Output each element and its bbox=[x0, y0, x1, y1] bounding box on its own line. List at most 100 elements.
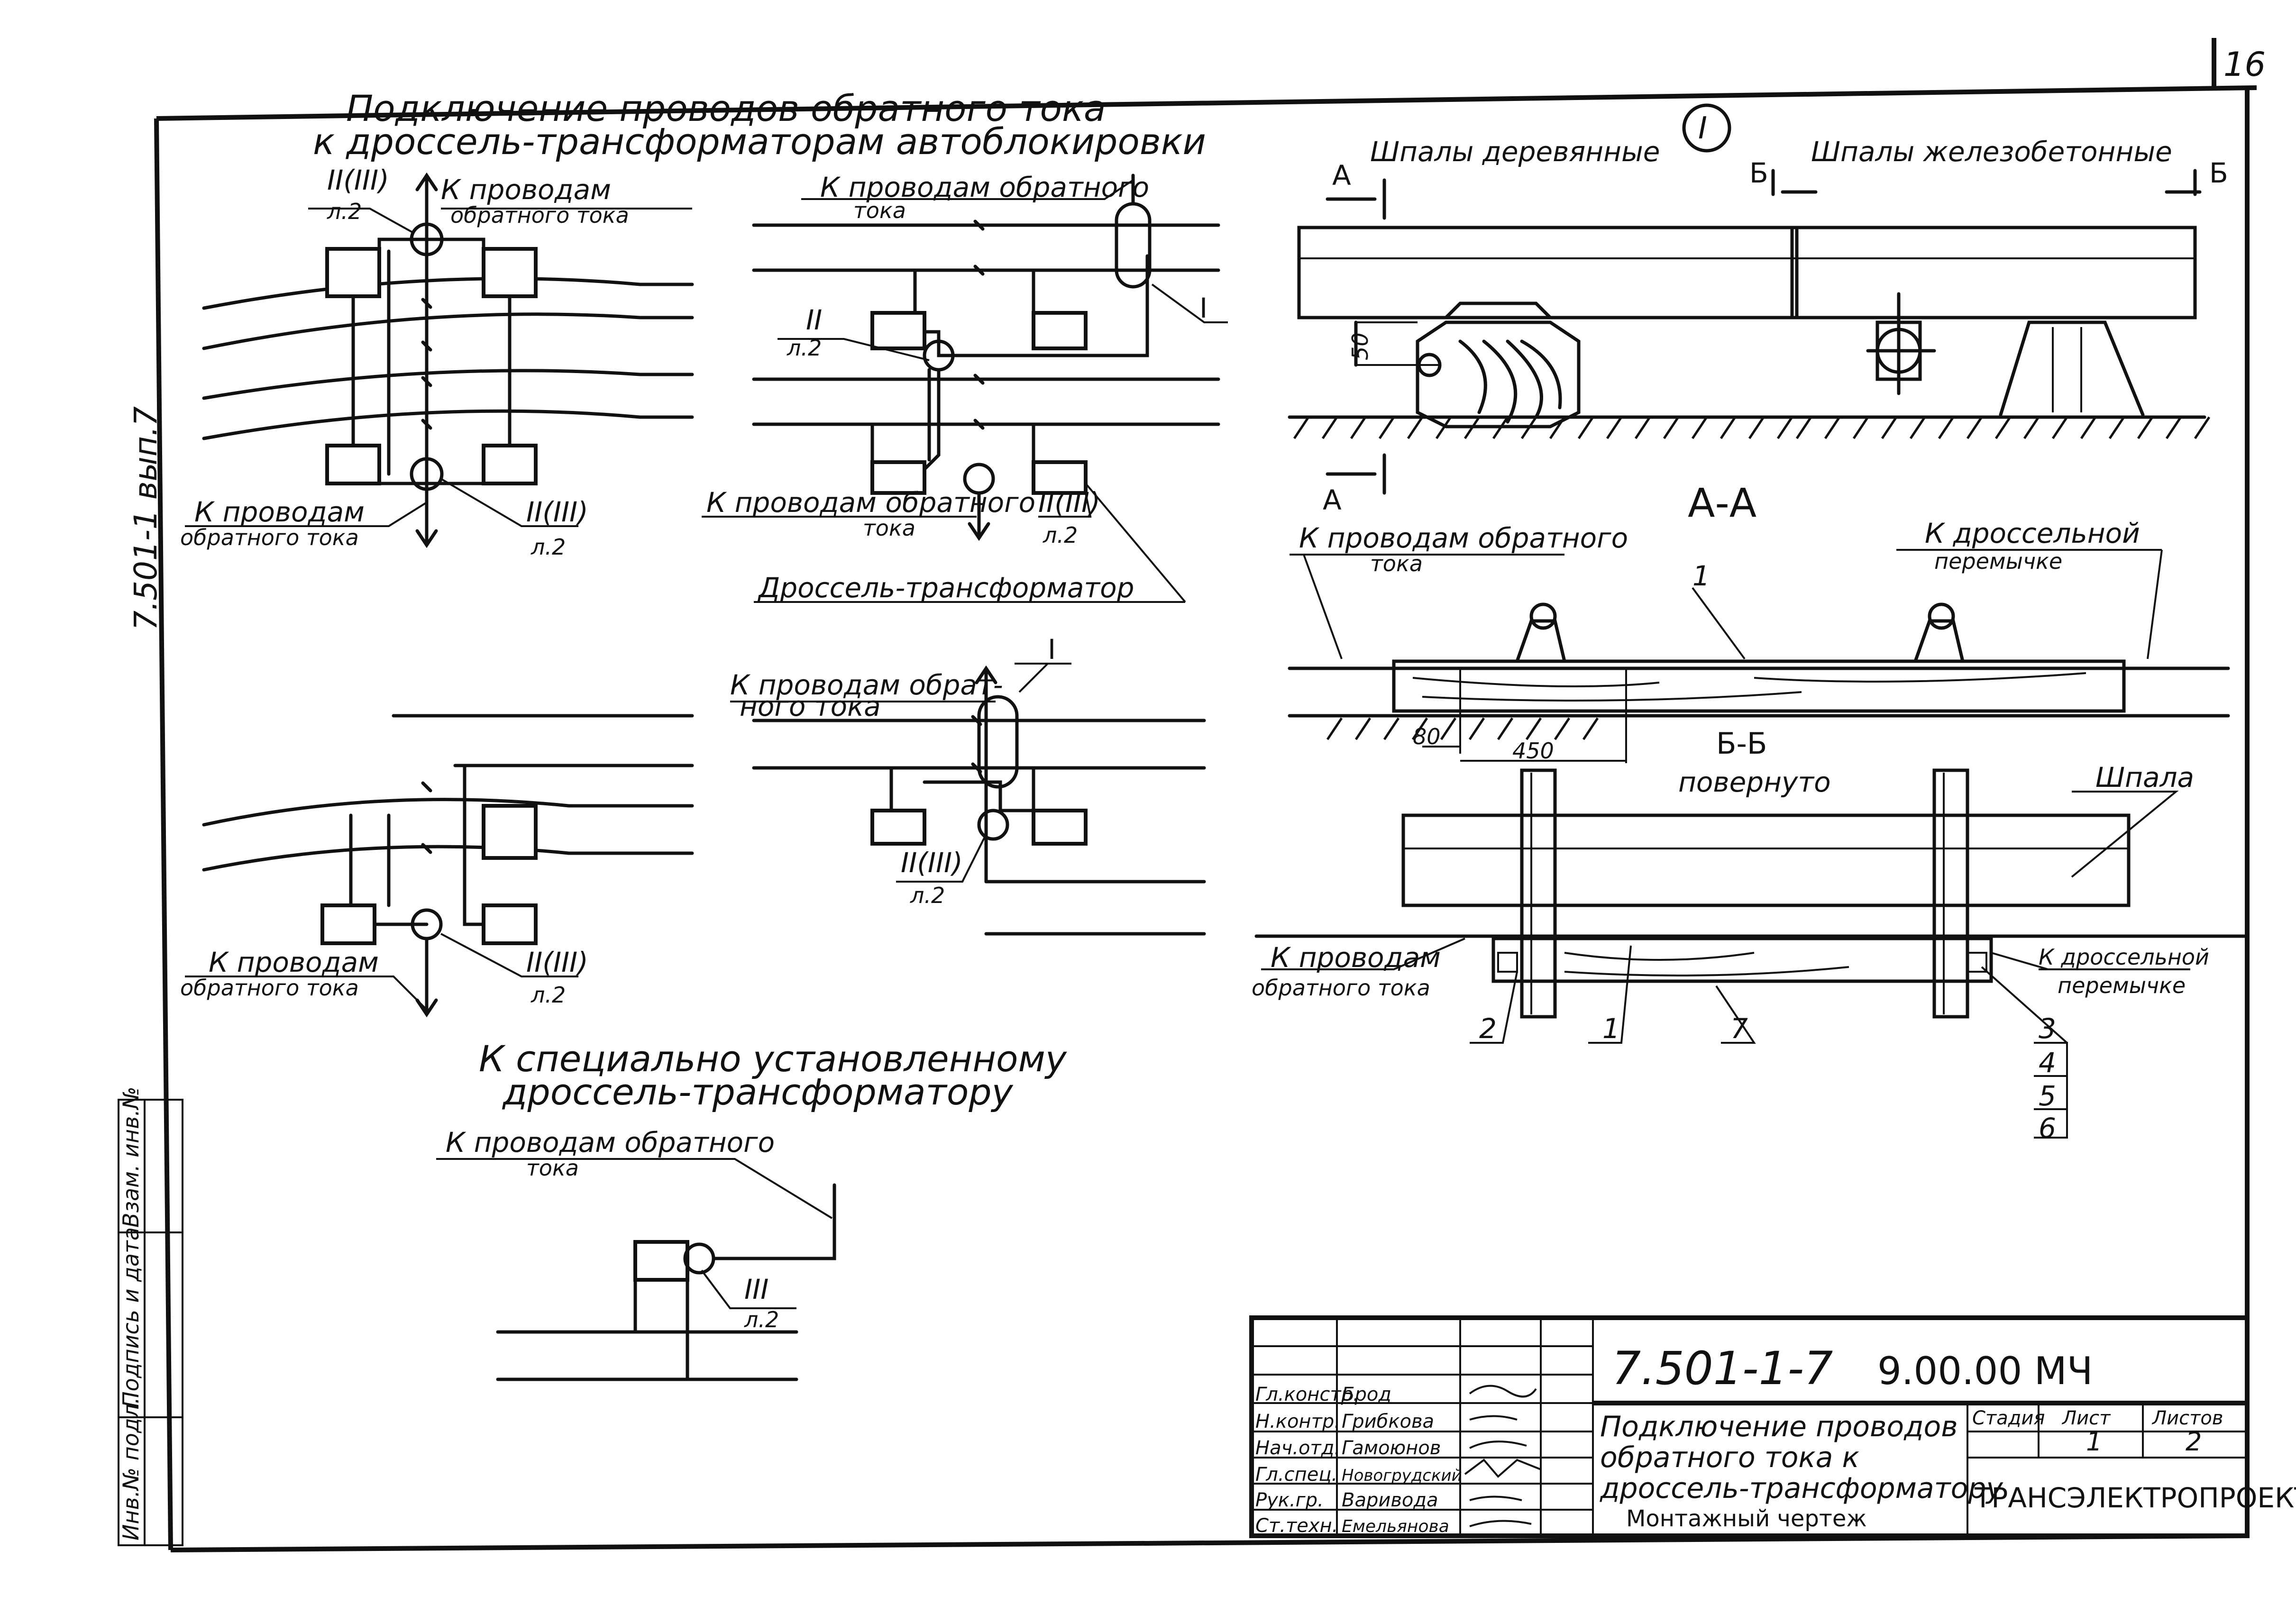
hatch-stroke bbox=[2023, 416, 2040, 439]
s2-choke-label: Дроссель-трансформатор bbox=[757, 572, 1134, 604]
s2-current: тока bbox=[853, 198, 906, 223]
tb-sheets-val: 2 bbox=[2186, 1427, 2202, 1457]
s2-current-bot: тока bbox=[863, 515, 915, 541]
hatch-stroke bbox=[1407, 416, 1424, 439]
concrete-label: Шпалы железобетонные bbox=[1811, 136, 2172, 168]
hatch-stroke bbox=[1776, 416, 1793, 439]
bb-to-jumper-2: перемычке bbox=[2058, 973, 2186, 998]
tb-role: Гл.спец. bbox=[1255, 1464, 1337, 1486]
stamp-signature-date: Подпись и дата bbox=[118, 1227, 144, 1408]
tb-title-line2: обратного тока к bbox=[1600, 1441, 1859, 1474]
tb-person: Вариводa bbox=[1342, 1489, 1438, 1511]
hatch-stroke bbox=[2165, 416, 2182, 439]
hatch-stroke bbox=[1720, 416, 1737, 439]
s3-sheet: л.2 bbox=[910, 883, 945, 908]
hatch-stroke bbox=[1549, 416, 1566, 439]
tb-role-rows: Гл.констр. Брод Н.контр. Грибкова Нач.от… bbox=[1255, 1384, 1462, 1537]
joint-mark bbox=[973, 264, 985, 276]
joint-mark bbox=[973, 374, 985, 385]
hatch-stroke bbox=[1350, 416, 1367, 439]
side-stamp: 7.501-1 вып.7 bbox=[128, 406, 164, 630]
s3-ref-II-III: II(III) bbox=[901, 847, 963, 879]
bb-pos-4: 4 bbox=[2039, 1047, 2056, 1079]
s4-sheet: л.2 bbox=[531, 982, 566, 1008]
joint-mark bbox=[973, 219, 985, 231]
tb-role: Н.контр. bbox=[1255, 1411, 1340, 1432]
hatch-stroke bbox=[1824, 416, 1841, 439]
hatch-stroke bbox=[1321, 416, 1338, 439]
section-bb-view bbox=[1254, 768, 2249, 1139]
s2-sheet: л.2 bbox=[787, 335, 822, 361]
hatch-stroke bbox=[1525, 717, 1542, 740]
scheme-1 bbox=[185, 172, 694, 548]
hatch-stroke bbox=[1606, 416, 1623, 439]
s4-to-wires: К проводам bbox=[209, 946, 379, 978]
section-aa-title: А-А bbox=[1688, 480, 1756, 526]
stamp-inv-no: Инв.№ подл. bbox=[118, 1397, 144, 1541]
s5-sheet: л.2 bbox=[744, 1307, 779, 1332]
hatch-stroke bbox=[1492, 416, 1509, 439]
bb-pos-7: 7 bbox=[1730, 1012, 1748, 1045]
hatch-stroke bbox=[1994, 416, 2012, 439]
hatch-stroke bbox=[1691, 416, 1708, 439]
tb-signatures bbox=[1464, 1385, 1541, 1527]
bb-pos-5: 5 bbox=[2039, 1080, 2056, 1112]
tb-role: Ст.техн. bbox=[1255, 1515, 1338, 1537]
s1-to-wires-bot: К проводам bbox=[194, 496, 365, 528]
hatch-stroke bbox=[1378, 416, 1395, 439]
joint-mark bbox=[973, 419, 985, 430]
hatch-stroke bbox=[1881, 416, 1898, 439]
hatch-stroke bbox=[1520, 416, 1537, 439]
hatch-stroke bbox=[1582, 717, 1599, 740]
hatch-stroke bbox=[2051, 416, 2068, 439]
s3-ref-I: I bbox=[1048, 633, 1056, 666]
tb-person: Брод bbox=[1342, 1384, 1391, 1405]
s1-ref-top: II(III) bbox=[327, 164, 389, 196]
bb-pos-3: 3 bbox=[2039, 1012, 2056, 1045]
rail-joint-marks bbox=[421, 219, 985, 854]
hatch-stroke bbox=[1909, 416, 1926, 439]
tb-person: Новогрудский bbox=[1342, 1466, 1462, 1485]
dim-450: 450 bbox=[1512, 738, 1554, 764]
s4-return: обратного тока bbox=[180, 975, 359, 1001]
tb-person: Гамоюнов bbox=[1342, 1437, 1441, 1459]
tb-person: Емельянова bbox=[1342, 1517, 1449, 1536]
tb-drawing-type: Монтажный чертеж bbox=[1626, 1505, 1867, 1532]
s2-to-wires: К проводам обратного bbox=[820, 171, 1149, 203]
main-title-line1: Подключение проводов обратного тока bbox=[346, 87, 1106, 129]
special-title-line1: К специально установленному bbox=[479, 1038, 1067, 1080]
s4-ref-II-III: II(III) bbox=[526, 946, 588, 978]
hatch-stroke bbox=[1577, 416, 1594, 439]
hatch-stroke bbox=[1383, 717, 1400, 740]
ground-hatch-3 bbox=[1326, 717, 1599, 740]
s1-sheet-top: л.2 bbox=[327, 199, 362, 224]
tb-role: Гл.констр. bbox=[1255, 1384, 1359, 1405]
s1-ref-bot: II(III) bbox=[526, 496, 588, 528]
joint-mark bbox=[421, 843, 432, 854]
left-stamp-table bbox=[118, 1099, 183, 1546]
ground-hatch-1 bbox=[1293, 416, 1793, 439]
hatch-stroke bbox=[1440, 717, 1457, 740]
bb-to-wires: К проводам bbox=[1271, 941, 1441, 974]
joint-mark bbox=[971, 762, 982, 774]
s2-ref-I: I bbox=[1199, 292, 1207, 324]
hatch-stroke bbox=[1663, 416, 1680, 439]
hatch-stroke bbox=[1634, 416, 1651, 439]
hatch-stroke bbox=[1748, 416, 1765, 439]
dim-50: 50 bbox=[1347, 332, 1373, 360]
hatch-stroke bbox=[1795, 416, 1812, 439]
hatch-stroke bbox=[2108, 416, 2125, 439]
s3-to-wires: К проводам обрат- bbox=[730, 669, 1003, 701]
scheme-2 bbox=[702, 173, 1228, 603]
bb-return: обратного тока bbox=[1252, 975, 1430, 1001]
special-title-line2: дроссель-трансформатору bbox=[502, 1071, 1014, 1113]
section-b-left: Б bbox=[1749, 157, 1768, 189]
aa-to-jumper-2: перемычке bbox=[1934, 548, 2062, 574]
scheme-3 bbox=[730, 663, 1206, 936]
sheet-frame bbox=[154, 38, 2257, 1552]
s5-to-wires: К проводам обратного bbox=[446, 1126, 775, 1158]
hatch-stroke bbox=[1293, 416, 1310, 439]
section-bb-title: Б-Б bbox=[1716, 726, 1767, 761]
section-a-bottom: А bbox=[1323, 484, 1342, 516]
